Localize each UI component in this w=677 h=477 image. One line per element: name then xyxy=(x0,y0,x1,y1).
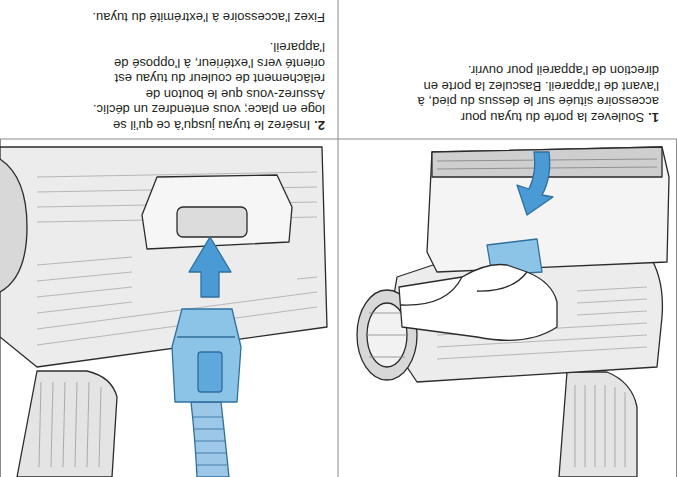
table-cell: 2.Insérez le tuyau jusqu'à ce qu'il se l… xyxy=(89,10,325,134)
step-number: 1. xyxy=(648,110,659,125)
step-number: 2. xyxy=(314,118,325,133)
table-cell: 1.Soulevez la porte du tuyau pour access… xyxy=(397,63,659,125)
foot-open-door xyxy=(357,147,669,477)
instruction-text: Fixez l'accessoire à l'extrémité du tuya… xyxy=(89,10,325,26)
instruction-text: Insérez le tuyau jusqu'à ce qu'il se log… xyxy=(93,41,325,134)
foot-insert-hose xyxy=(0,147,327,477)
instruction-text: Soulevez la porte du tuyau pour accessoi… xyxy=(418,64,659,126)
